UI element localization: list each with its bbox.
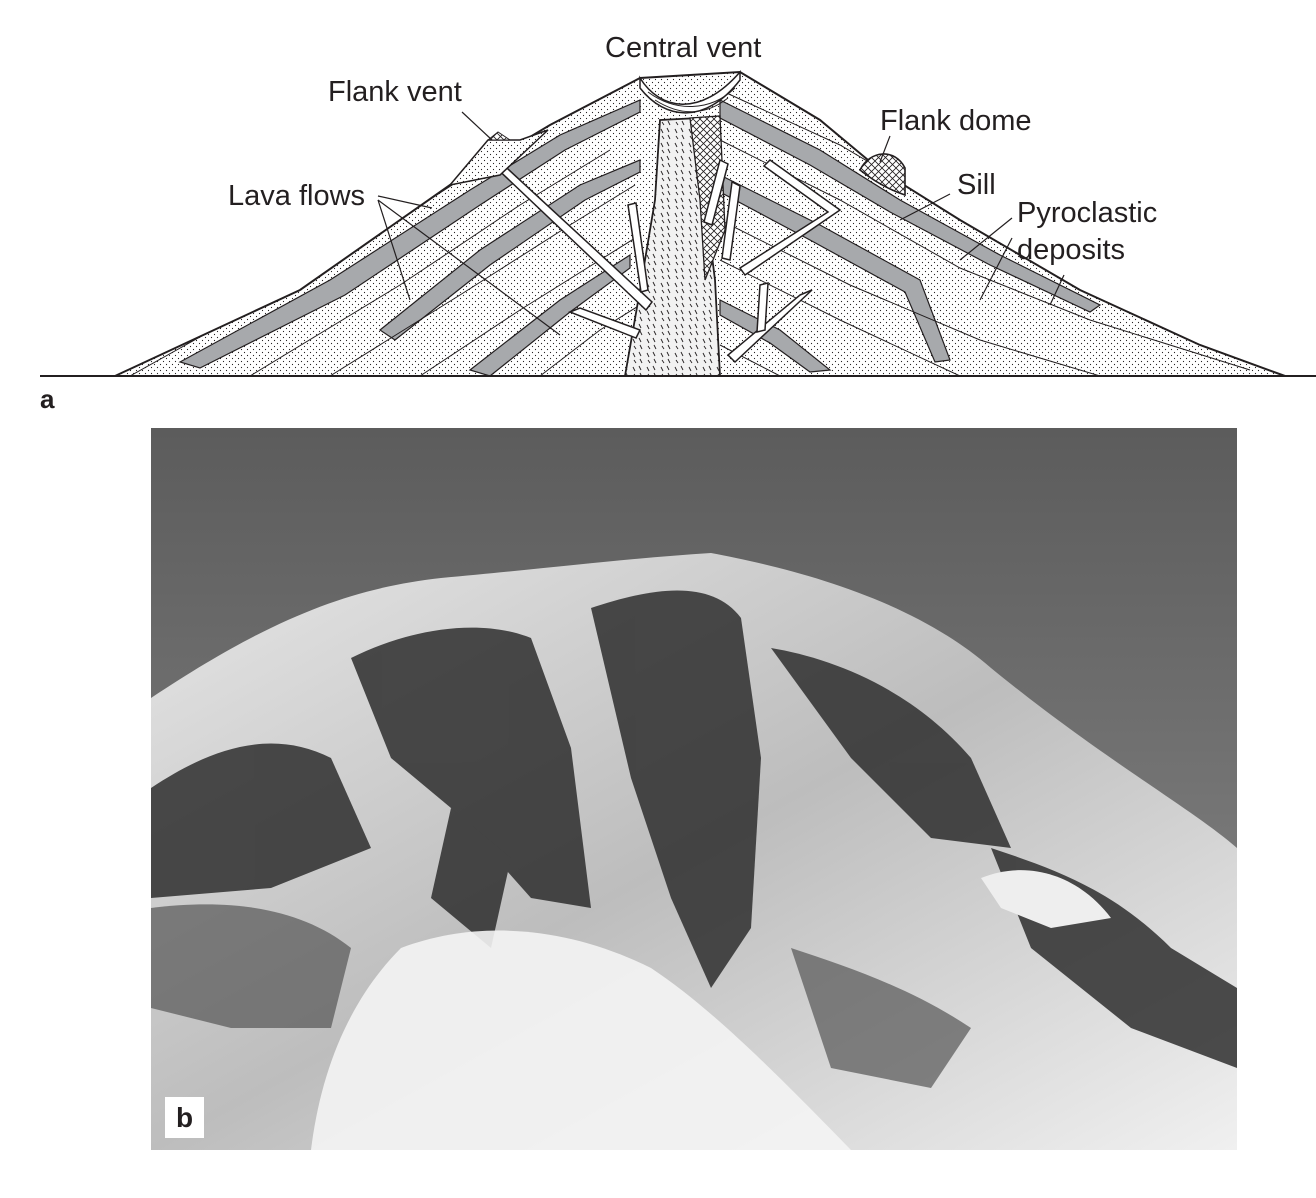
conduit-crosshatch <box>689 115 726 281</box>
label-sill: Sill <box>957 169 996 201</box>
volcano-cross-section-diagram: Central vent Flank vent Flank dome Lava … <box>40 32 1316 377</box>
panel-b-letter: b <box>165 1097 204 1138</box>
panel-a-letter: a <box>40 384 55 414</box>
label-pyroclastic-line1: Pyroclastic <box>1017 197 1157 229</box>
label-central-vent: Central vent <box>605 32 761 64</box>
mountain-photograph <box>151 428 1237 1150</box>
label-pyroclastic-line2: deposits <box>1017 234 1125 266</box>
label-flank-dome: Flank dome <box>880 105 1032 137</box>
flank-vent-cone <box>448 129 549 187</box>
flank-dome <box>858 153 906 197</box>
lava-flow-layers <box>129 89 1251 376</box>
label-lava-flows: Lava flows <box>228 180 365 212</box>
leader-lines <box>377 111 1065 336</box>
label-flank-vent: Flank vent <box>328 76 462 108</box>
central-vent-crater <box>639 69 741 114</box>
